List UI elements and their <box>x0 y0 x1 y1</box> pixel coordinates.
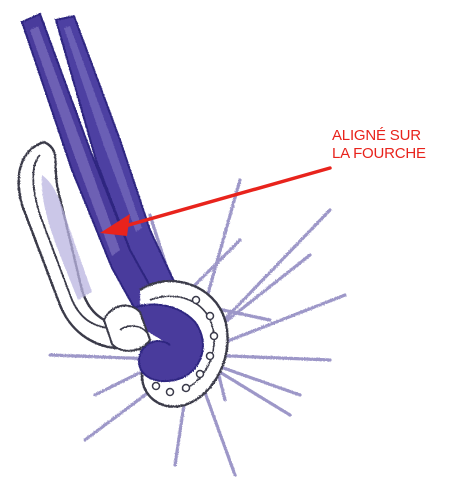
annotation-label: ALIGNÉ SUR LA FOURCHE <box>332 127 472 163</box>
annotation-line-1: ALIGNÉ SUR <box>332 127 472 145</box>
wheel-hub <box>104 281 228 407</box>
annotation-line-2: LA FOURCHE <box>332 145 472 163</box>
